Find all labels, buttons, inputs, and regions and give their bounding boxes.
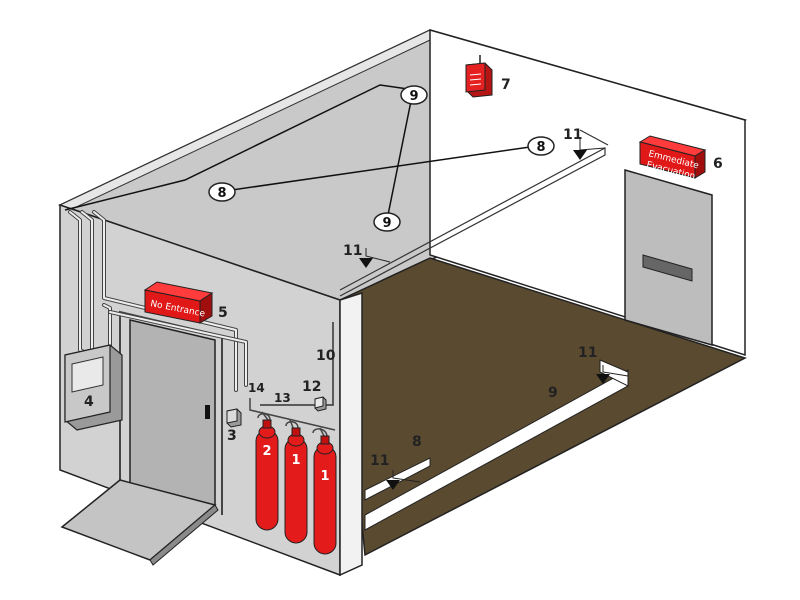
- pressure-switch: [314, 396, 327, 412]
- label-detector-top: 9: [409, 89, 418, 104]
- nozzle-arrow-ceiling: [573, 137, 606, 160]
- manual-switch: [226, 408, 242, 428]
- label-arrow-wall: 11: [343, 243, 362, 259]
- marker-detector-top: [400, 85, 428, 105]
- label-nozzle-ceiling-left: 8: [217, 186, 226, 201]
- label-cylinder-right: 1: [320, 469, 329, 484]
- label-pressure-switch: 12: [302, 379, 321, 395]
- label-nozzle-ceiling-right: 8: [536, 140, 545, 155]
- riser-pipe: [260, 322, 334, 406]
- back-wall-pipe: [339, 146, 606, 297]
- door-handle: [205, 405, 210, 419]
- label-manifold: 13: [274, 391, 291, 405]
- label-evacuation-sign: 6: [713, 156, 723, 172]
- label-detector-bottom: 9: [382, 216, 391, 231]
- cylinder-left: [255, 419, 279, 531]
- marker-nozzle-ceiling: [527, 136, 555, 156]
- nozzle-arrow-floor-right: [596, 365, 629, 384]
- wall-edge: [339, 291, 363, 577]
- cylinder-middle: [284, 427, 308, 544]
- front-door: [129, 319, 216, 511]
- label-arrow-floor-left: 11: [370, 453, 389, 469]
- marker-detector-bottom: [373, 212, 401, 232]
- label-hose: 14: [248, 381, 265, 395]
- marker-nozzle-left: [208, 182, 236, 202]
- no-entrance-sign: [143, 281, 214, 324]
- back-door: [624, 169, 713, 346]
- label-arrow-ceiling: 11: [563, 127, 582, 143]
- nozzle-arrow-floor-left: [386, 470, 421, 490]
- nozzle-arrow-wall: [359, 248, 391, 268]
- label-pipe: 10: [316, 348, 336, 364]
- ceiling-pipe: [64, 84, 416, 211]
- label-cylinder-left: 2: [262, 444, 271, 459]
- label-arrow-floor-right: 11: [578, 345, 597, 361]
- label-no-entrance-sign: 5: [218, 305, 228, 321]
- evacuation-sign: [638, 135, 707, 179]
- alarm-bell: [465, 55, 493, 98]
- floor-pipe-3: [599, 359, 629, 387]
- label-detector-floor: 9: [548, 385, 558, 401]
- label-cylinder-middle: 1: [291, 453, 300, 468]
- label-switch: 3: [227, 428, 237, 444]
- ceiling-branch-left: [224, 146, 531, 192]
- cylinder-right: [313, 435, 337, 555]
- ceiling-branch-right: [387, 95, 413, 216]
- label-nozzle-floor: 8: [412, 434, 422, 450]
- back-door-vent: [642, 254, 693, 282]
- wall-conduits: [68, 210, 248, 392]
- manifold-pipes: [249, 398, 336, 438]
- label-panel: 4: [84, 394, 94, 410]
- control-panel: [64, 344, 123, 431]
- label-bell: 7: [501, 77, 511, 93]
- back-wall-pipe-2: [579, 129, 609, 146]
- ramp-side: [149, 504, 219, 566]
